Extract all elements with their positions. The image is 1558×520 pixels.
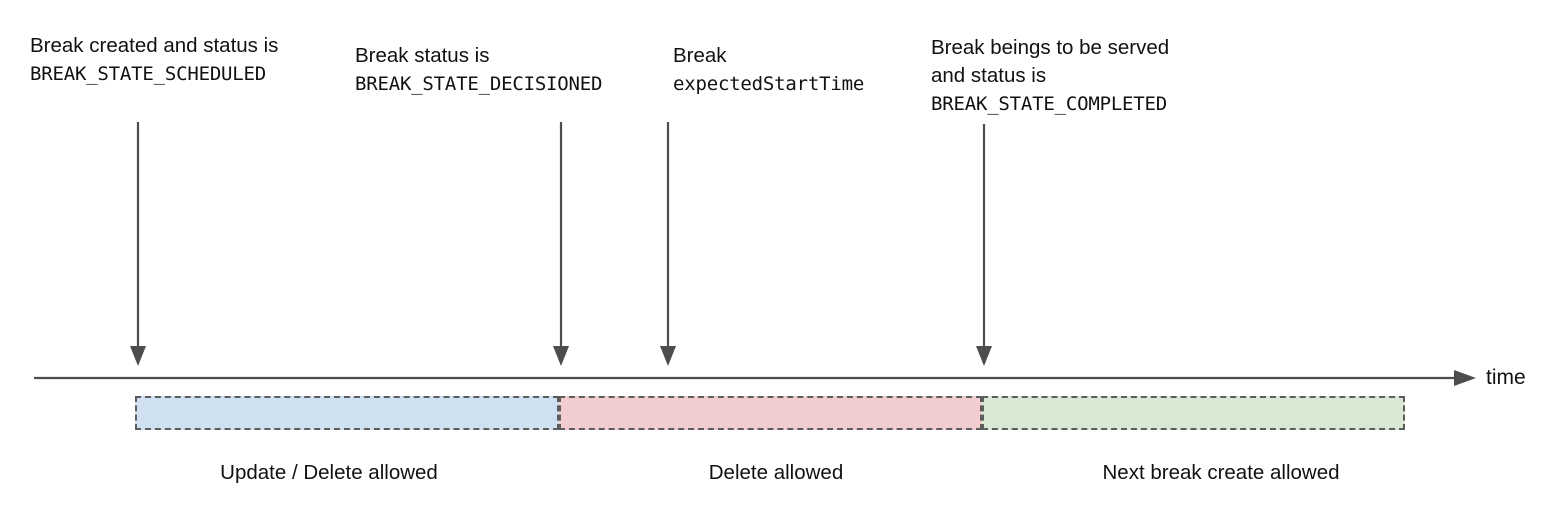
phase-bar-update-delete xyxy=(135,396,559,430)
phase-caption-next-break: Next break create allowed xyxy=(1102,461,1340,484)
phase-bar-delete xyxy=(559,396,982,430)
annotation-line: Break beings to be served xyxy=(931,36,1170,59)
annotation-expected-start: Break expectedStartTime xyxy=(673,42,864,98)
annotation-line-code: expectedStartTime xyxy=(673,73,865,95)
annotation-scheduled: Break created and status is BREAK_STATE_… xyxy=(30,32,278,88)
annotation-line: Break xyxy=(673,44,727,67)
annotation-line: and status is xyxy=(931,64,1047,87)
annotation-line-code: BREAK_STATE_SCHEDULED xyxy=(30,63,267,85)
pointer-arrow-expected-start xyxy=(660,122,676,366)
annotation-line: Break status is xyxy=(355,44,490,67)
phase-caption-update-delete: Update / Delete allowed xyxy=(220,461,438,484)
annotation-line-code: BREAK_STATE_COMPLETED xyxy=(931,93,1168,115)
annotation-line: Break created and status is xyxy=(30,34,279,57)
phase-bar-next-break xyxy=(982,396,1405,430)
time-axis-label: time xyxy=(1486,366,1526,389)
pointer-arrow-scheduled xyxy=(130,122,146,366)
annotation-line-code: BREAK_STATE_DECISIONED xyxy=(355,73,603,95)
time-axis xyxy=(34,370,1476,386)
phase-caption-delete: Delete allowed xyxy=(708,461,844,484)
annotation-completed: Break beings to be served and status is … xyxy=(931,34,1169,118)
pointer-arrow-decisioned xyxy=(553,122,569,366)
annotation-decisioned: Break status is BREAK_STATE_DECISIONED xyxy=(355,42,602,98)
pointer-arrow-completed xyxy=(976,124,992,366)
